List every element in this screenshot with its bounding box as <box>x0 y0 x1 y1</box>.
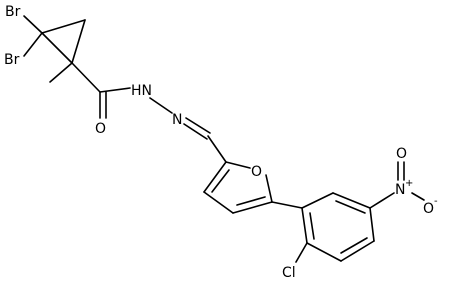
bond-cq-cbr2 <box>41 32 73 64</box>
atom-o-carbonyl: O <box>95 121 106 137</box>
bond-furan-c5-c4-inner <box>236 196 266 206</box>
bond-furan-c3-c2 <box>203 161 227 193</box>
bond-cbr2-ch2 <box>41 19 86 34</box>
bond-ph-c3-c4 <box>369 207 375 242</box>
atom-o-nitro-right: O <box>423 201 434 217</box>
atom-n-imine: N <box>172 112 182 128</box>
bond-furan-c4-c3 <box>203 191 234 214</box>
bond-furan-c5-c4 <box>232 201 273 214</box>
bond-nitro-o-right <box>411 192 425 201</box>
bond-ph-c6-c1 <box>301 207 308 244</box>
bond-ph-c5-c6 <box>306 242 342 262</box>
atom-n-nitro: N <box>395 182 405 198</box>
bond-furan-o-c5 <box>265 174 273 203</box>
atom-n-nitro-charge: + <box>405 178 413 189</box>
bond-ch2-cq <box>71 19 86 64</box>
bond-ph-c1-c2 <box>301 192 334 209</box>
atom-cl: Cl <box>282 265 296 281</box>
atom-br-1: Br <box>5 4 21 20</box>
atom-o-nitro-charge: - <box>434 196 438 207</box>
bond-c-nh <box>99 87 131 93</box>
bond-ph-c4-c5 <box>340 240 375 262</box>
bond-ph-c4-c5-inner <box>340 237 368 254</box>
bond-furan-c2-o <box>225 161 251 169</box>
bond-n-ch-1 <box>183 123 208 140</box>
bond-cq-carbonyl <box>71 62 101 93</box>
bond-c-nitro <box>369 192 395 209</box>
bond-ph-c2-c3-inner <box>335 200 366 214</box>
atom-o-furan: O <box>251 164 262 180</box>
bond-c-cl <box>295 242 308 263</box>
bond-n-ch-2 <box>185 117 211 134</box>
bond-ch-furan <box>207 135 227 163</box>
bond-furan-c3-c2-inner <box>211 169 230 193</box>
bond-furan-phenyl <box>271 201 303 209</box>
atom-o-nitro-top: O <box>396 146 407 162</box>
atom-nh: HN <box>131 83 152 99</box>
bonds <box>23 15 425 263</box>
atom-br-2: Br <box>4 52 20 68</box>
bond-c-br1 <box>23 15 43 34</box>
atom-labels: Br Br O HN N O N + O O - Cl <box>4 4 438 281</box>
bond-ph-c2-c3 <box>332 192 371 209</box>
bond-c-br2 <box>23 32 43 57</box>
bond-ph-c6-c1-inner <box>309 212 315 240</box>
bond-nh-n <box>149 97 173 114</box>
bond-methyl <box>49 62 73 83</box>
